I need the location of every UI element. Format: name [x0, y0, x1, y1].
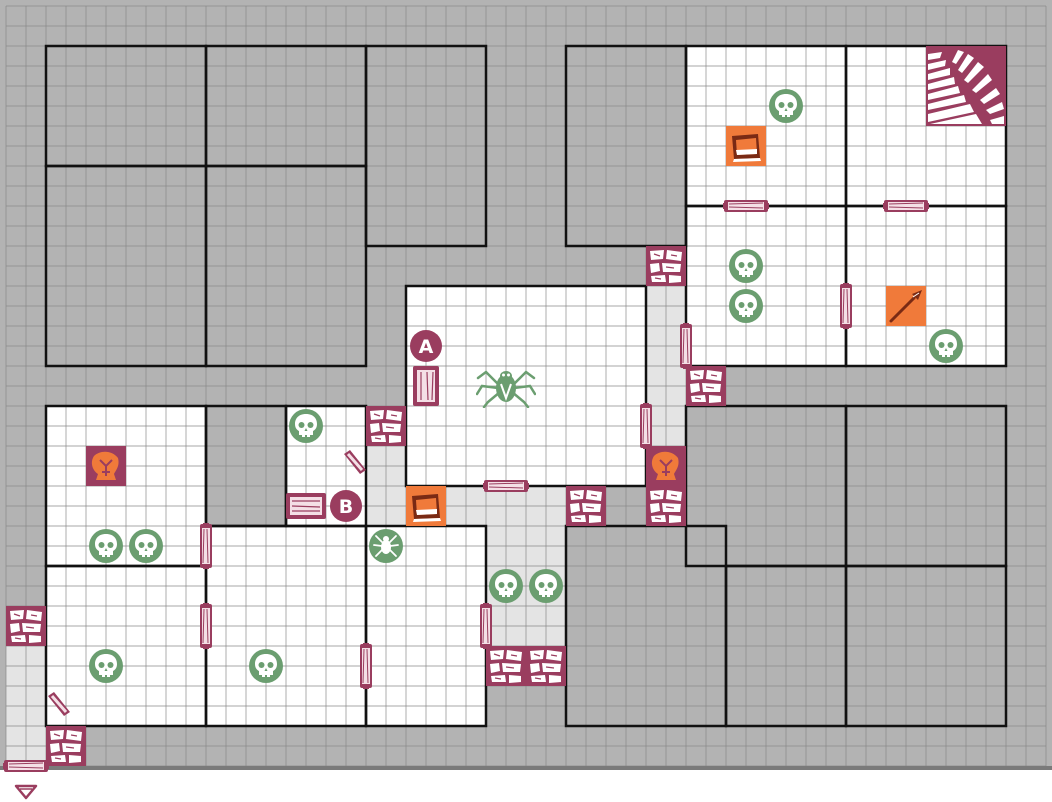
skull-icon[interactable] [249, 649, 283, 683]
spear-icon[interactable] [886, 286, 926, 326]
skull-icon[interactable] [129, 529, 163, 563]
marker-b[interactable]: B [330, 490, 362, 522]
rubble-block-icon [646, 246, 686, 286]
skull-icon[interactable] [529, 569, 563, 603]
door-icon[interactable] [359, 643, 373, 689]
skull-icon[interactable] [89, 529, 123, 563]
skull-icon[interactable] [729, 249, 763, 283]
treasure-chest-icon[interactable] [726, 126, 766, 166]
door-icon[interactable] [483, 479, 529, 493]
rubble-block-icon [686, 366, 726, 406]
door-icon[interactable] [3, 759, 49, 773]
marker-b-label: B [339, 496, 353, 518]
skull-icon[interactable] [489, 569, 523, 603]
treasure-chest-icon[interactable] [406, 486, 446, 526]
door-icon[interactable] [639, 403, 653, 449]
door-icon[interactable] [883, 199, 929, 213]
rubble-block-icon [46, 726, 86, 766]
skull-icon[interactable] [289, 409, 323, 443]
skull-icon[interactable] [769, 89, 803, 123]
pit-trap-icon[interactable] [646, 446, 686, 486]
rubble-block-icon [6, 606, 46, 646]
pit-trap-icon[interactable] [86, 446, 126, 486]
exit-arrow-icon[interactable] [14, 784, 38, 800]
skull-icon[interactable] [89, 649, 123, 683]
spider-token-icon[interactable] [368, 528, 404, 564]
marker-a-label: A [419, 336, 434, 358]
door-icon[interactable] [723, 199, 769, 213]
door-icon[interactable] [479, 603, 493, 649]
skull-icon[interactable] [929, 329, 963, 363]
rubble-block-icon [366, 406, 406, 446]
door-tile-b[interactable] [286, 493, 326, 519]
door-icon[interactable] [199, 523, 213, 569]
rubble-block-icon [486, 646, 526, 686]
board-bottom-edge [0, 766, 1052, 770]
door-icon[interactable] [679, 323, 693, 369]
door-tile-a[interactable] [413, 366, 439, 406]
rubble-block-icon [526, 646, 566, 686]
stairs-icon[interactable] [926, 46, 1006, 126]
rubble-block-icon [646, 486, 686, 526]
skull-icon[interactable] [729, 289, 763, 323]
rubble-block-icon [566, 486, 606, 526]
door-icon[interactable] [839, 283, 853, 329]
marker-a[interactable]: A [410, 330, 442, 362]
door-icon[interactable] [199, 603, 213, 649]
